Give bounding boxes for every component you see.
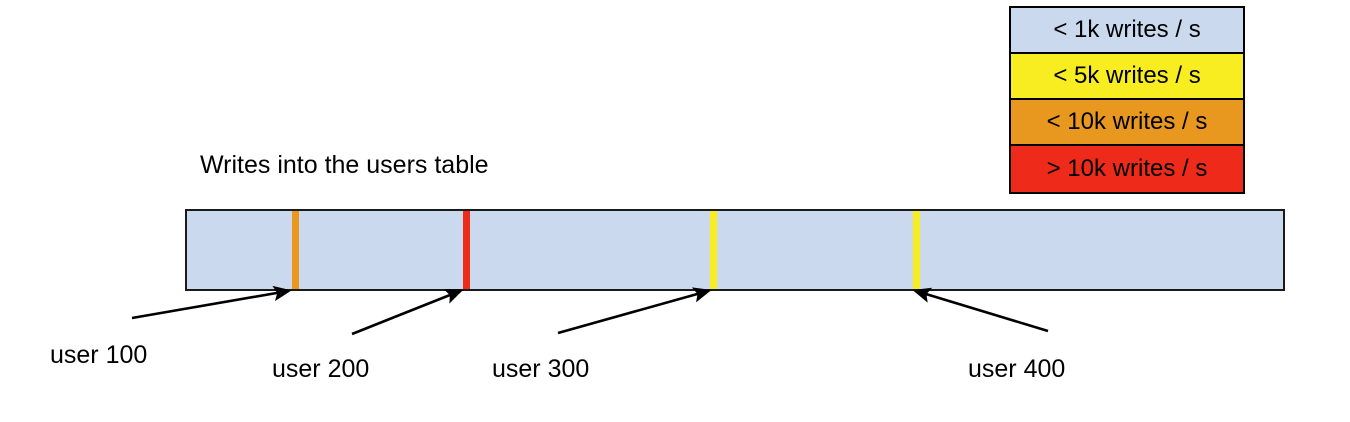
legend-item-label: < 1k writes / s — [1053, 16, 1201, 43]
label-user-400: user 400 — [968, 355, 1066, 383]
legend-item-under-5k: < 5k writes / s — [1011, 54, 1243, 100]
users-table-bar — [185, 209, 1285, 291]
legend: < 1k writes / s < 5k writes / s < 10k wr… — [1009, 6, 1245, 194]
arrow-user-200 — [351, 289, 464, 336]
label-user-200: user 200 — [272, 355, 370, 383]
legend-item-under-1k: < 1k writes / s — [1011, 8, 1243, 54]
arrow-user-100 — [131, 285, 292, 320]
arrow-user-300 — [557, 287, 712, 335]
legend-item-over-10k: > 10k writes / s — [1011, 146, 1243, 192]
legend-item-label: > 10k writes / s — [1046, 155, 1208, 182]
label-user-100: user 100 — [50, 341, 148, 369]
legend-item-label: < 5k writes / s — [1053, 62, 1201, 89]
chart-title: Writes into the users table — [200, 151, 489, 179]
label-user-300: user 300 — [492, 355, 590, 383]
arrow-user-400 — [912, 287, 1049, 333]
marker-user-400 — [913, 211, 921, 289]
legend-item-under-10k: < 10k writes / s — [1011, 100, 1243, 146]
marker-user-100 — [291, 211, 299, 289]
marker-user-300 — [710, 211, 718, 289]
legend-item-label: < 10k writes / s — [1046, 108, 1208, 135]
marker-user-200 — [462, 211, 470, 289]
